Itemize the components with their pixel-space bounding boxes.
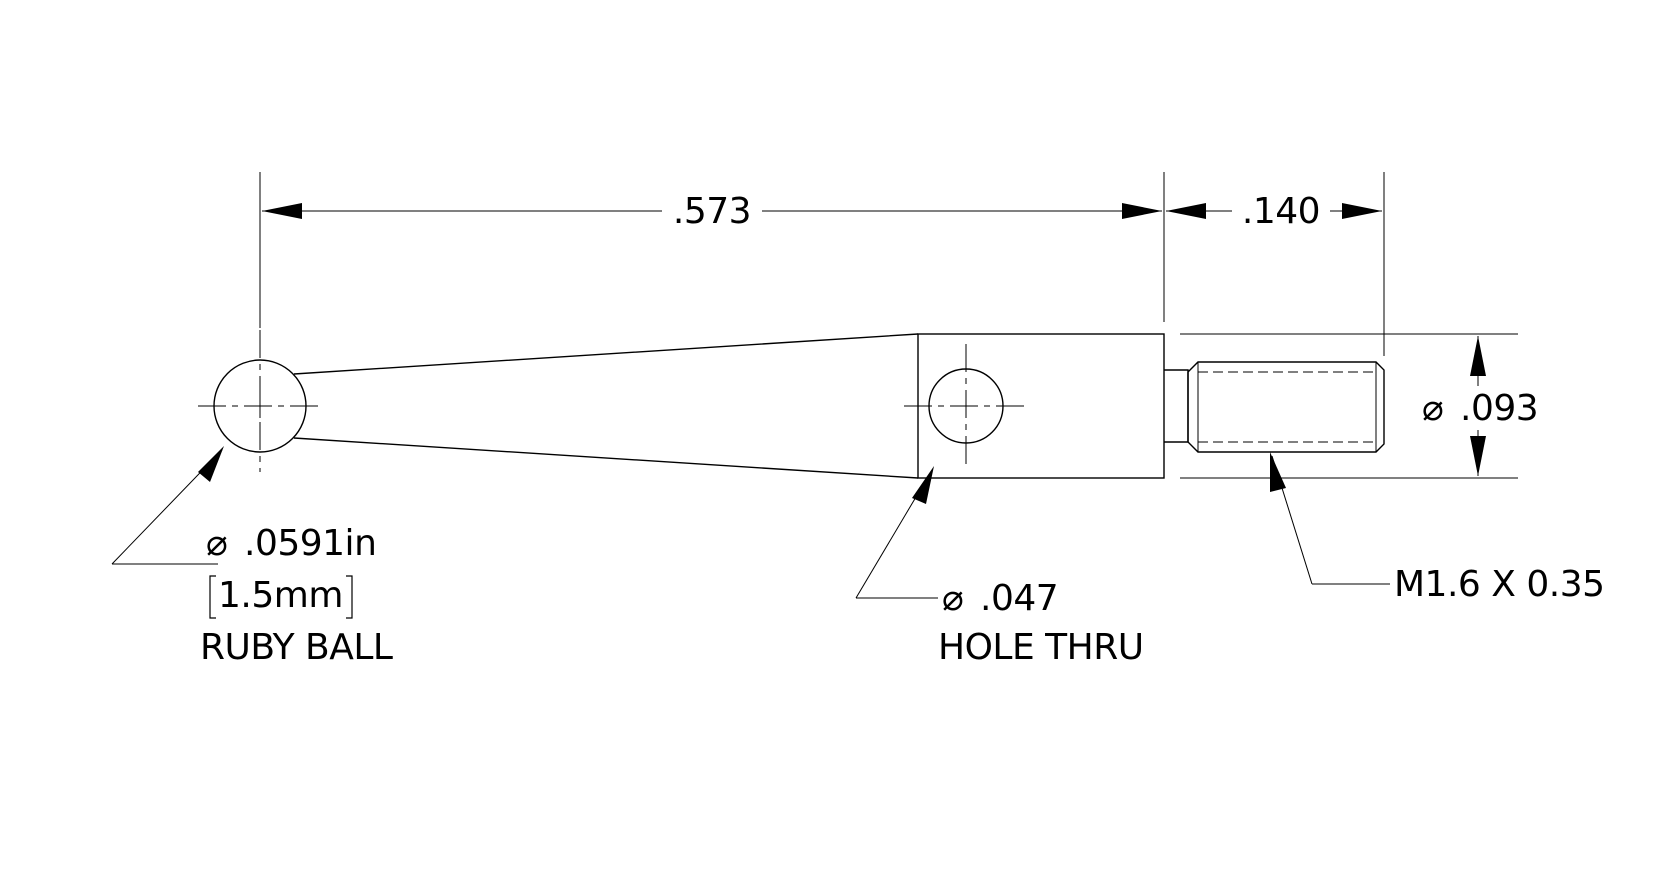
hole-center-mark <box>904 344 1028 468</box>
diameter-symbol-ball: ⌀ <box>206 523 227 564</box>
thread-neck <box>1164 369 1189 443</box>
leader-lines <box>111 446 1390 599</box>
annotations: .573 .140 ⌀ .093 ⌀ .0591in 1.5mm RUBY BA… <box>200 191 1605 668</box>
ball-label: RUBY BALL <box>200 627 393 668</box>
tapered-stem <box>293 333 919 479</box>
dim-overall-length: .573 <box>673 191 751 232</box>
dimension-lines <box>259 172 1518 479</box>
threaded-shank <box>1187 361 1385 453</box>
stylus-part <box>198 330 1385 479</box>
dim-body-diameter: .093 <box>1460 388 1538 429</box>
ball-center-mark <box>198 330 322 472</box>
ball-diameter: .0591in <box>244 523 376 564</box>
dim-thread-length: .140 <box>1242 191 1320 232</box>
metric-bracket-right <box>346 575 353 619</box>
diameter-symbol-hole: ⌀ <box>942 578 963 619</box>
diameter-symbol-body: ⌀ <box>1422 388 1443 429</box>
thread-spec: M1.6 X 0.35 <box>1394 564 1605 605</box>
hole-label: HOLE THRU <box>938 627 1144 668</box>
hole-diameter: .047 <box>980 578 1058 619</box>
ball-diameter-metric: 1.5mm <box>218 575 343 616</box>
metric-bracket-left <box>209 575 216 619</box>
